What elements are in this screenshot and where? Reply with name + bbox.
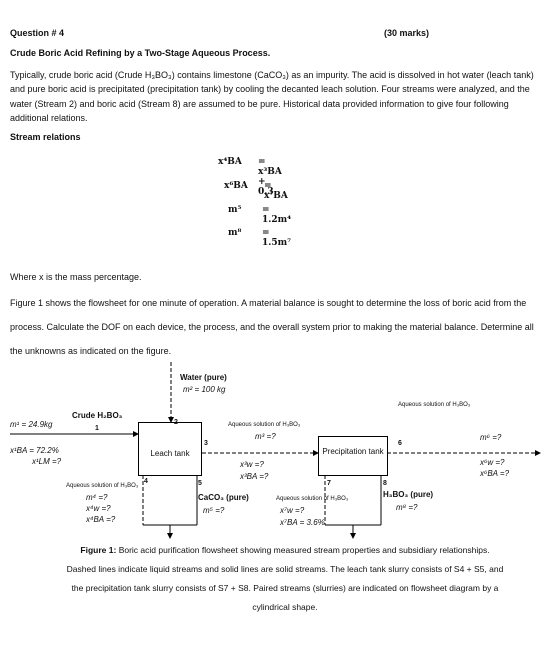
relations-heading: Stream relations (10, 132, 81, 142)
caco3-label: CaCO₃ (pure) (198, 493, 249, 502)
relation-1-rhs: = x³BA + 0.3 (258, 157, 282, 197)
h3bo3-label: H₃BO₃ (pure) (383, 490, 434, 499)
relation-2-rhs: = x⁷BA (264, 181, 288, 201)
problem-title: Crude Boric Acid Refining by a Two-Stage… (10, 48, 271, 58)
relation-4: m⁸ = 1.5m⁷ (228, 228, 291, 248)
stream-8-mass: m⁸ =? (396, 503, 418, 512)
crude-label: Crude H₂BO₃ (72, 411, 123, 420)
figure-caption-label: Figure 1: (80, 545, 117, 555)
stream-1-x-lm: x¹LM =? (32, 457, 62, 466)
stream-5-mass: m⁵ =? (203, 506, 225, 515)
stream-3-x-w: x³w =? (240, 460, 264, 469)
stream-4-x-w: x⁴w =? (86, 504, 111, 513)
question-marks: (30 marks) (384, 28, 430, 38)
stream-number-6: 6 (398, 440, 402, 447)
stream-3-label: Aqueous solution of H₃BO₃ (228, 422, 301, 428)
figure-caption: Figure 1: Boric acid purification flowsh… (65, 541, 505, 617)
body-paragraph: Figure 1 shows the flowsheet for one min… (10, 298, 534, 356)
stream-2-mass: m² = 100 kg (183, 385, 226, 394)
relation-3-lhs: m⁵ (228, 205, 242, 215)
stream-3-mass: m³ =? (255, 432, 276, 441)
relation-4-lhs: m⁸ (228, 228, 242, 238)
relation-3-rhs: = 1.2m⁴ (262, 205, 292, 225)
stream-number-2: 2 (174, 419, 178, 426)
stream-number-1: 1 (95, 425, 99, 432)
stream-6-x-ba: x⁶BA =? (480, 469, 510, 478)
relation-1-lhs: x⁴BA (218, 157, 242, 167)
stream-3-x-ba: x³BA =? (240, 472, 269, 481)
leach-tank: Leach tank (138, 422, 202, 476)
stream-number-3: 3 (204, 440, 208, 447)
stream-1-x-ba: x¹BA = 72.2% (10, 446, 59, 455)
where-note: Where x is the mass percentage. (10, 272, 142, 282)
precipitation-tank-label: Precipitation tank (322, 447, 384, 456)
relation-3: m⁵ = 1.2m⁴ (228, 205, 291, 225)
stream-7-label: Aqueous solution of H₃BO₃ (276, 496, 349, 502)
stream-number-4: 4 (144, 478, 148, 485)
stream-7-x-ba: x⁷BA = 3.6% (280, 518, 325, 527)
relation-1: x⁴BA = x³BA + 0.3 (218, 157, 282, 197)
stream-6-label: Aqueous solution of H₃BO₃ (398, 402, 471, 408)
stream-7-x-w: x⁷w =? (280, 506, 305, 515)
stream-number-8: 8 (383, 480, 387, 487)
stream-1-mass: m¹ = 24.9kg (10, 420, 53, 429)
stream-number-7: 7 (327, 480, 331, 487)
figure-caption-text: Boric acid purification flowsheet showin… (66, 545, 504, 612)
stream-4-x-ba: x⁴BA =? (86, 515, 116, 524)
stream-6-x-w: x⁶w =? (480, 458, 505, 467)
stream-4-mass: m⁴ =? (86, 493, 108, 502)
stream-4-label: Aqueous solution of H₃BO₃ (66, 483, 139, 489)
water-label: Water (pure) (180, 373, 227, 382)
question-number: Question # 4 (10, 28, 65, 38)
stream-6-mass: m⁶ =? (480, 433, 502, 442)
precipitation-tank: Precipitation tank (318, 436, 388, 476)
relation-2: x⁶BA = x⁷BA (224, 181, 288, 201)
intro-paragraph: Typically, crude boric acid (Crude H₃BO₃… (10, 70, 534, 124)
stream-number-5: 5 (198, 480, 202, 487)
leach-tank-label: Leach tank (150, 449, 190, 458)
relation-4-rhs: = 1.5m⁷ (262, 228, 292, 248)
relation-2-lhs: x⁶BA (224, 181, 248, 191)
